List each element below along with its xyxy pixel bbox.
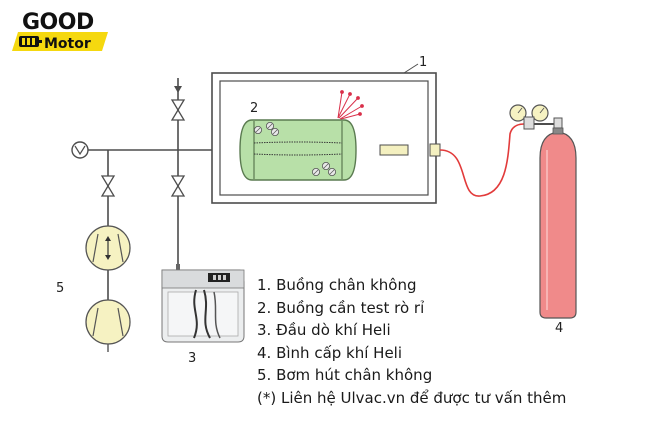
helium-hose <box>439 123 525 197</box>
legend-item-test-vessel: 2. Buồng cần test rò rỉ <box>257 298 425 317</box>
motor-icon <box>19 36 42 47</box>
leak-spark-icon <box>337 90 364 120</box>
good-motor-logo: GOOD Motor <box>12 10 108 52</box>
valve-left <box>100 175 116 197</box>
valve-middle <box>170 175 186 197</box>
legend-item-pump: 5. Bơm hút chân không <box>257 366 433 385</box>
label-pump: 5 <box>56 281 64 296</box>
legend-item-cylinder: 4. Bình cấp khí Heli <box>257 343 403 362</box>
test-vessel: 2 <box>239 90 364 181</box>
legend-item-note: (*) Liên hệ Ulvac.vn để được tư vấn thêm <box>257 388 567 407</box>
logo-top-text: GOOD <box>22 10 94 35</box>
vacuum-pump-lower <box>85 299 131 352</box>
label-chamber: 1 <box>419 55 427 70</box>
label-detector: 3 <box>188 351 196 366</box>
pressure-regulator <box>509 104 563 132</box>
vacuum-pump-upper <box>85 225 131 271</box>
valve-top <box>170 99 186 121</box>
legend-item-detector: 3. Đầu dò khí Heli <box>257 321 391 340</box>
legend-item-chamber: 1. Buồng chân không <box>257 276 417 294</box>
leak-detector: 3 <box>161 264 245 366</box>
label-cylinder: 4 <box>555 321 563 336</box>
legend-list: 1. Buồng chân không 2. Buồng cần test rò… <box>257 274 566 410</box>
helium-cylinder: 4 <box>539 127 577 336</box>
label-test-vessel: 2 <box>250 101 258 116</box>
logo-bottom-text: Motor <box>44 36 91 52</box>
inlet-arrow-icon <box>174 86 182 93</box>
vacuum-gauge-icon <box>71 141 89 159</box>
